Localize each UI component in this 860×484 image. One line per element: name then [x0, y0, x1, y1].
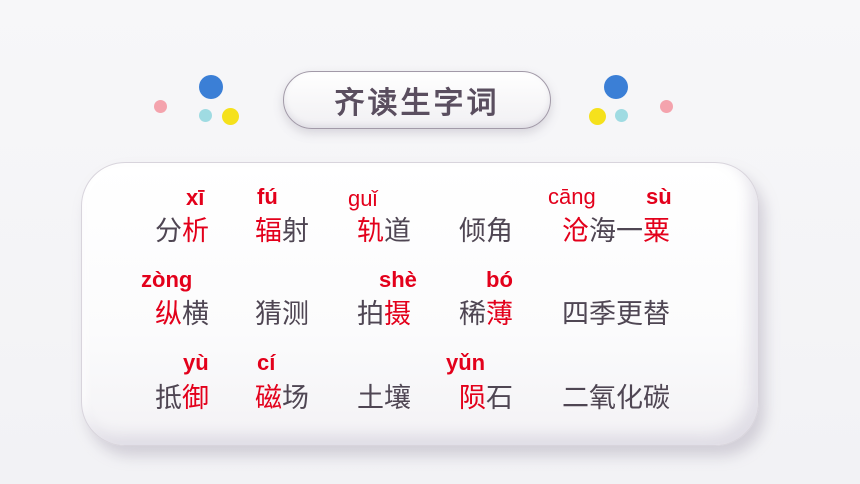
word-xibo: 稀薄 — [459, 299, 513, 330]
pinyin-gui: guǐ — [348, 186, 378, 211]
word-turang: 土壤 — [357, 383, 411, 414]
word-yunshi: 陨石 — [459, 383, 513, 414]
word-eryanghuatan: 二氧化碳 — [562, 383, 670, 414]
title-pill: 齐读生字词 — [283, 71, 551, 129]
decor-dot-blue-right — [604, 75, 628, 99]
word-qingjiao: 倾角 — [459, 216, 513, 247]
decor-dot-cyan-right — [615, 109, 628, 122]
decor-dot-pink-right — [660, 100, 673, 113]
pinyin-ci: cí — [257, 350, 276, 375]
decor-dot-blue-left — [199, 75, 223, 99]
pinyin-su: sù — [646, 184, 672, 209]
pinyin-zong: zòng — [141, 267, 193, 292]
word-caice: 猜测 — [255, 299, 309, 330]
pinyin-yu: yù — [183, 350, 209, 375]
pinyin-fu: fú — [257, 184, 278, 209]
word-canghaiyisu: 沧海一粟 — [562, 216, 670, 247]
word-guidao: 轨道 — [357, 216, 411, 247]
page-title: 齐读生字词 — [334, 86, 500, 121]
word-sijigengti: 四季更替 — [562, 299, 670, 330]
word-zongheng: 纵横 — [155, 299, 209, 330]
word-paishe: 拍摄 — [357, 299, 411, 330]
word-fushe: 辐射 — [255, 216, 309, 247]
decor-dot-yellow-right — [589, 108, 606, 125]
decor-dot-pink-left — [154, 100, 167, 113]
word-diyu: 抵御 — [155, 383, 209, 414]
pinyin-bo: bó — [486, 267, 513, 292]
decor-dot-yellow-left — [222, 108, 239, 125]
pinyin-she: shè — [379, 267, 417, 292]
pinyin-cang: cāng — [548, 184, 596, 209]
vocab-card — [81, 162, 759, 446]
word-fenxi: 分析 — [155, 216, 209, 247]
decor-dot-cyan-left — [199, 109, 212, 122]
word-cichang: 磁场 — [255, 383, 309, 414]
pinyin-yun: yǔn — [446, 350, 486, 375]
pinyin-xi: xī — [186, 185, 205, 210]
